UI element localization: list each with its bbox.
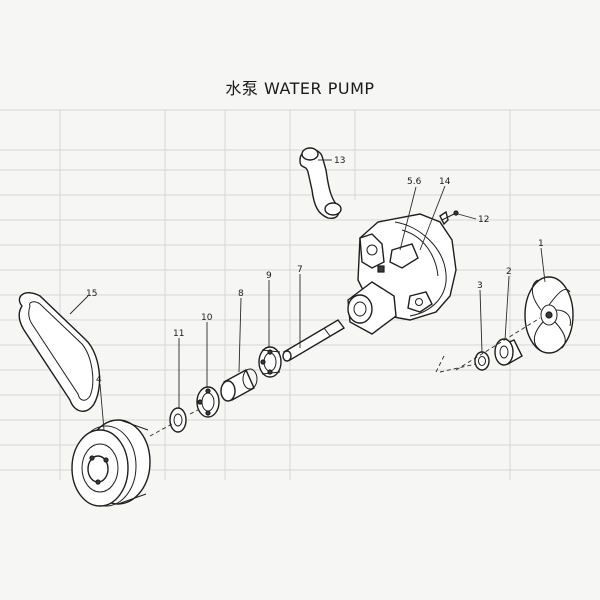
callout-14: 14 xyxy=(439,177,451,187)
callout-5-6: 5.6 xyxy=(407,177,422,187)
pulley-part-4 xyxy=(71,419,151,507)
housing-nozzle xyxy=(347,281,397,335)
spacer-part-8 xyxy=(220,368,258,402)
callout-4: 4 xyxy=(96,375,102,385)
assembly-axes xyxy=(149,317,541,437)
callouts: 1 2 3 4 5.6 7 8 9 10 11 12 13 14 15 xyxy=(86,156,544,385)
callout-12: 12 xyxy=(478,215,489,225)
callout-7: 7 xyxy=(297,265,303,275)
callout-11: 11 xyxy=(173,329,184,339)
callout-15: 15 xyxy=(86,289,97,299)
bearing-part-9 xyxy=(258,346,282,378)
mechanical-seal-part-2 xyxy=(494,338,523,366)
callout-10: 10 xyxy=(201,313,213,323)
seal-part-11 xyxy=(169,407,187,433)
callout-1: 1 xyxy=(538,239,544,249)
callout-13: 13 xyxy=(334,156,345,166)
callout-8: 8 xyxy=(238,289,244,299)
hose-part-13 xyxy=(299,147,342,219)
page-title: 水泵 WATER PUMP xyxy=(225,79,375,98)
shaft-part-7 xyxy=(282,319,346,362)
callout-3: 3 xyxy=(477,281,483,291)
impeller-part-1 xyxy=(524,276,574,354)
belt-part-15 xyxy=(18,292,101,412)
leader-lines xyxy=(69,159,546,431)
bearing-part-10 xyxy=(196,386,220,418)
bolt-part-12 xyxy=(441,210,459,221)
callout-9: 9 xyxy=(266,271,272,281)
seal-ring-part-3 xyxy=(474,351,490,371)
callout-2: 2 xyxy=(506,267,512,277)
